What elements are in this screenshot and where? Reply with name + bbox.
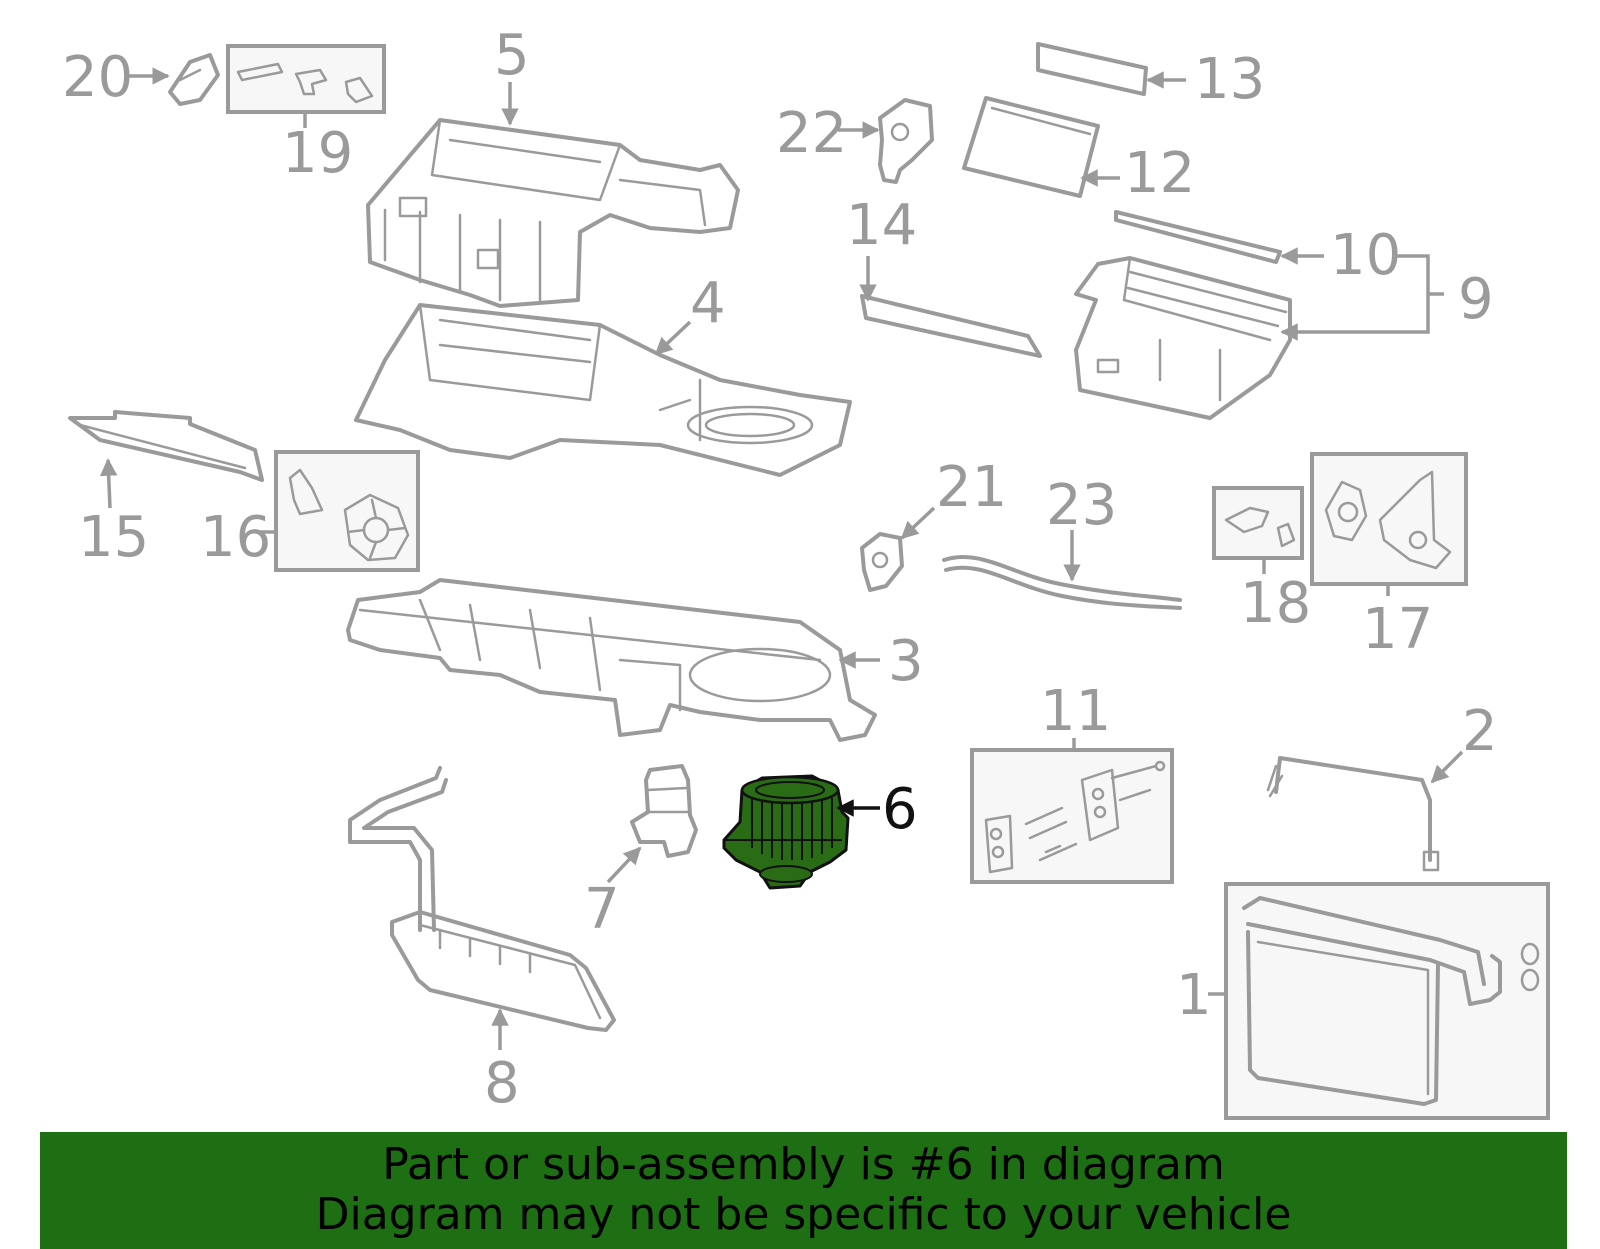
part-11-kit: [970, 748, 1174, 884]
callout-16: 16: [200, 505, 271, 570]
part-10-seal: [1114, 210, 1282, 264]
part-8-heater-core: [348, 766, 616, 1032]
callout-2: 2: [1462, 699, 1498, 764]
callout-4: 4: [690, 271, 726, 336]
callout-15: 15: [78, 505, 149, 570]
callout-7: 7: [584, 877, 620, 942]
callout-3: 3: [888, 629, 924, 694]
part-19-kit: [226, 44, 386, 114]
part-18-kit: [1212, 486, 1304, 560]
part-12-cabin-filter: [962, 96, 1100, 198]
callout-9: 9: [1458, 267, 1494, 332]
part-4-hvac-lower-case: [354, 303, 852, 477]
leader-21: [900, 506, 936, 540]
part-7-resistor: [630, 764, 698, 858]
callout-12: 12: [1124, 141, 1195, 206]
callout-18: 18: [1240, 571, 1311, 636]
callout-22: 22: [776, 101, 847, 166]
callout-23: 23: [1046, 473, 1117, 538]
part-3-base-housing: [346, 578, 877, 742]
part-23-hose: [942, 554, 1182, 610]
leader-2: [1430, 750, 1464, 784]
part-16-kit: [274, 450, 420, 572]
callout-5: 5: [494, 23, 530, 88]
info-banner: Part or sub-assembly is #6 in diagram Di…: [40, 1132, 1567, 1249]
callout-10: 10: [1330, 223, 1401, 288]
callout-17: 17: [1362, 597, 1433, 662]
part-5-hvac-upper-case: [366, 118, 740, 308]
part-15-duct: [68, 410, 264, 482]
part-6-blower-motor: [722, 774, 850, 890]
part-14-seal: [860, 294, 1042, 358]
callout-11: 11: [1040, 679, 1111, 744]
callout-14: 14: [846, 193, 917, 258]
callout-1: 1: [1176, 963, 1212, 1028]
part-13-filter-door: [1036, 42, 1148, 96]
part-2-sensor: [1266, 756, 1440, 872]
part-17-kit: [1310, 452, 1468, 586]
callout-8: 8: [484, 1051, 520, 1116]
callout-6: 6: [882, 777, 918, 842]
leader-7: [606, 846, 642, 884]
part-22-actuator: [878, 98, 934, 184]
banner-line-2: Diagram may not be specific to your vehi…: [315, 1189, 1292, 1240]
part-1-evaporator: [1224, 882, 1550, 1120]
callout-20: 20: [62, 45, 133, 110]
part-20-actuator: [168, 53, 220, 106]
callout-13: 13: [1194, 47, 1265, 112]
leader-15: [99, 458, 118, 509]
callout-21: 21: [936, 455, 1007, 520]
callout-19: 19: [282, 121, 353, 186]
leader-4: [654, 320, 692, 356]
part-9-filter-housing: [1074, 256, 1292, 420]
part-21-actuator: [860, 532, 904, 592]
banner-line-1: Part or sub-assembly is #6 in diagram: [382, 1139, 1225, 1190]
